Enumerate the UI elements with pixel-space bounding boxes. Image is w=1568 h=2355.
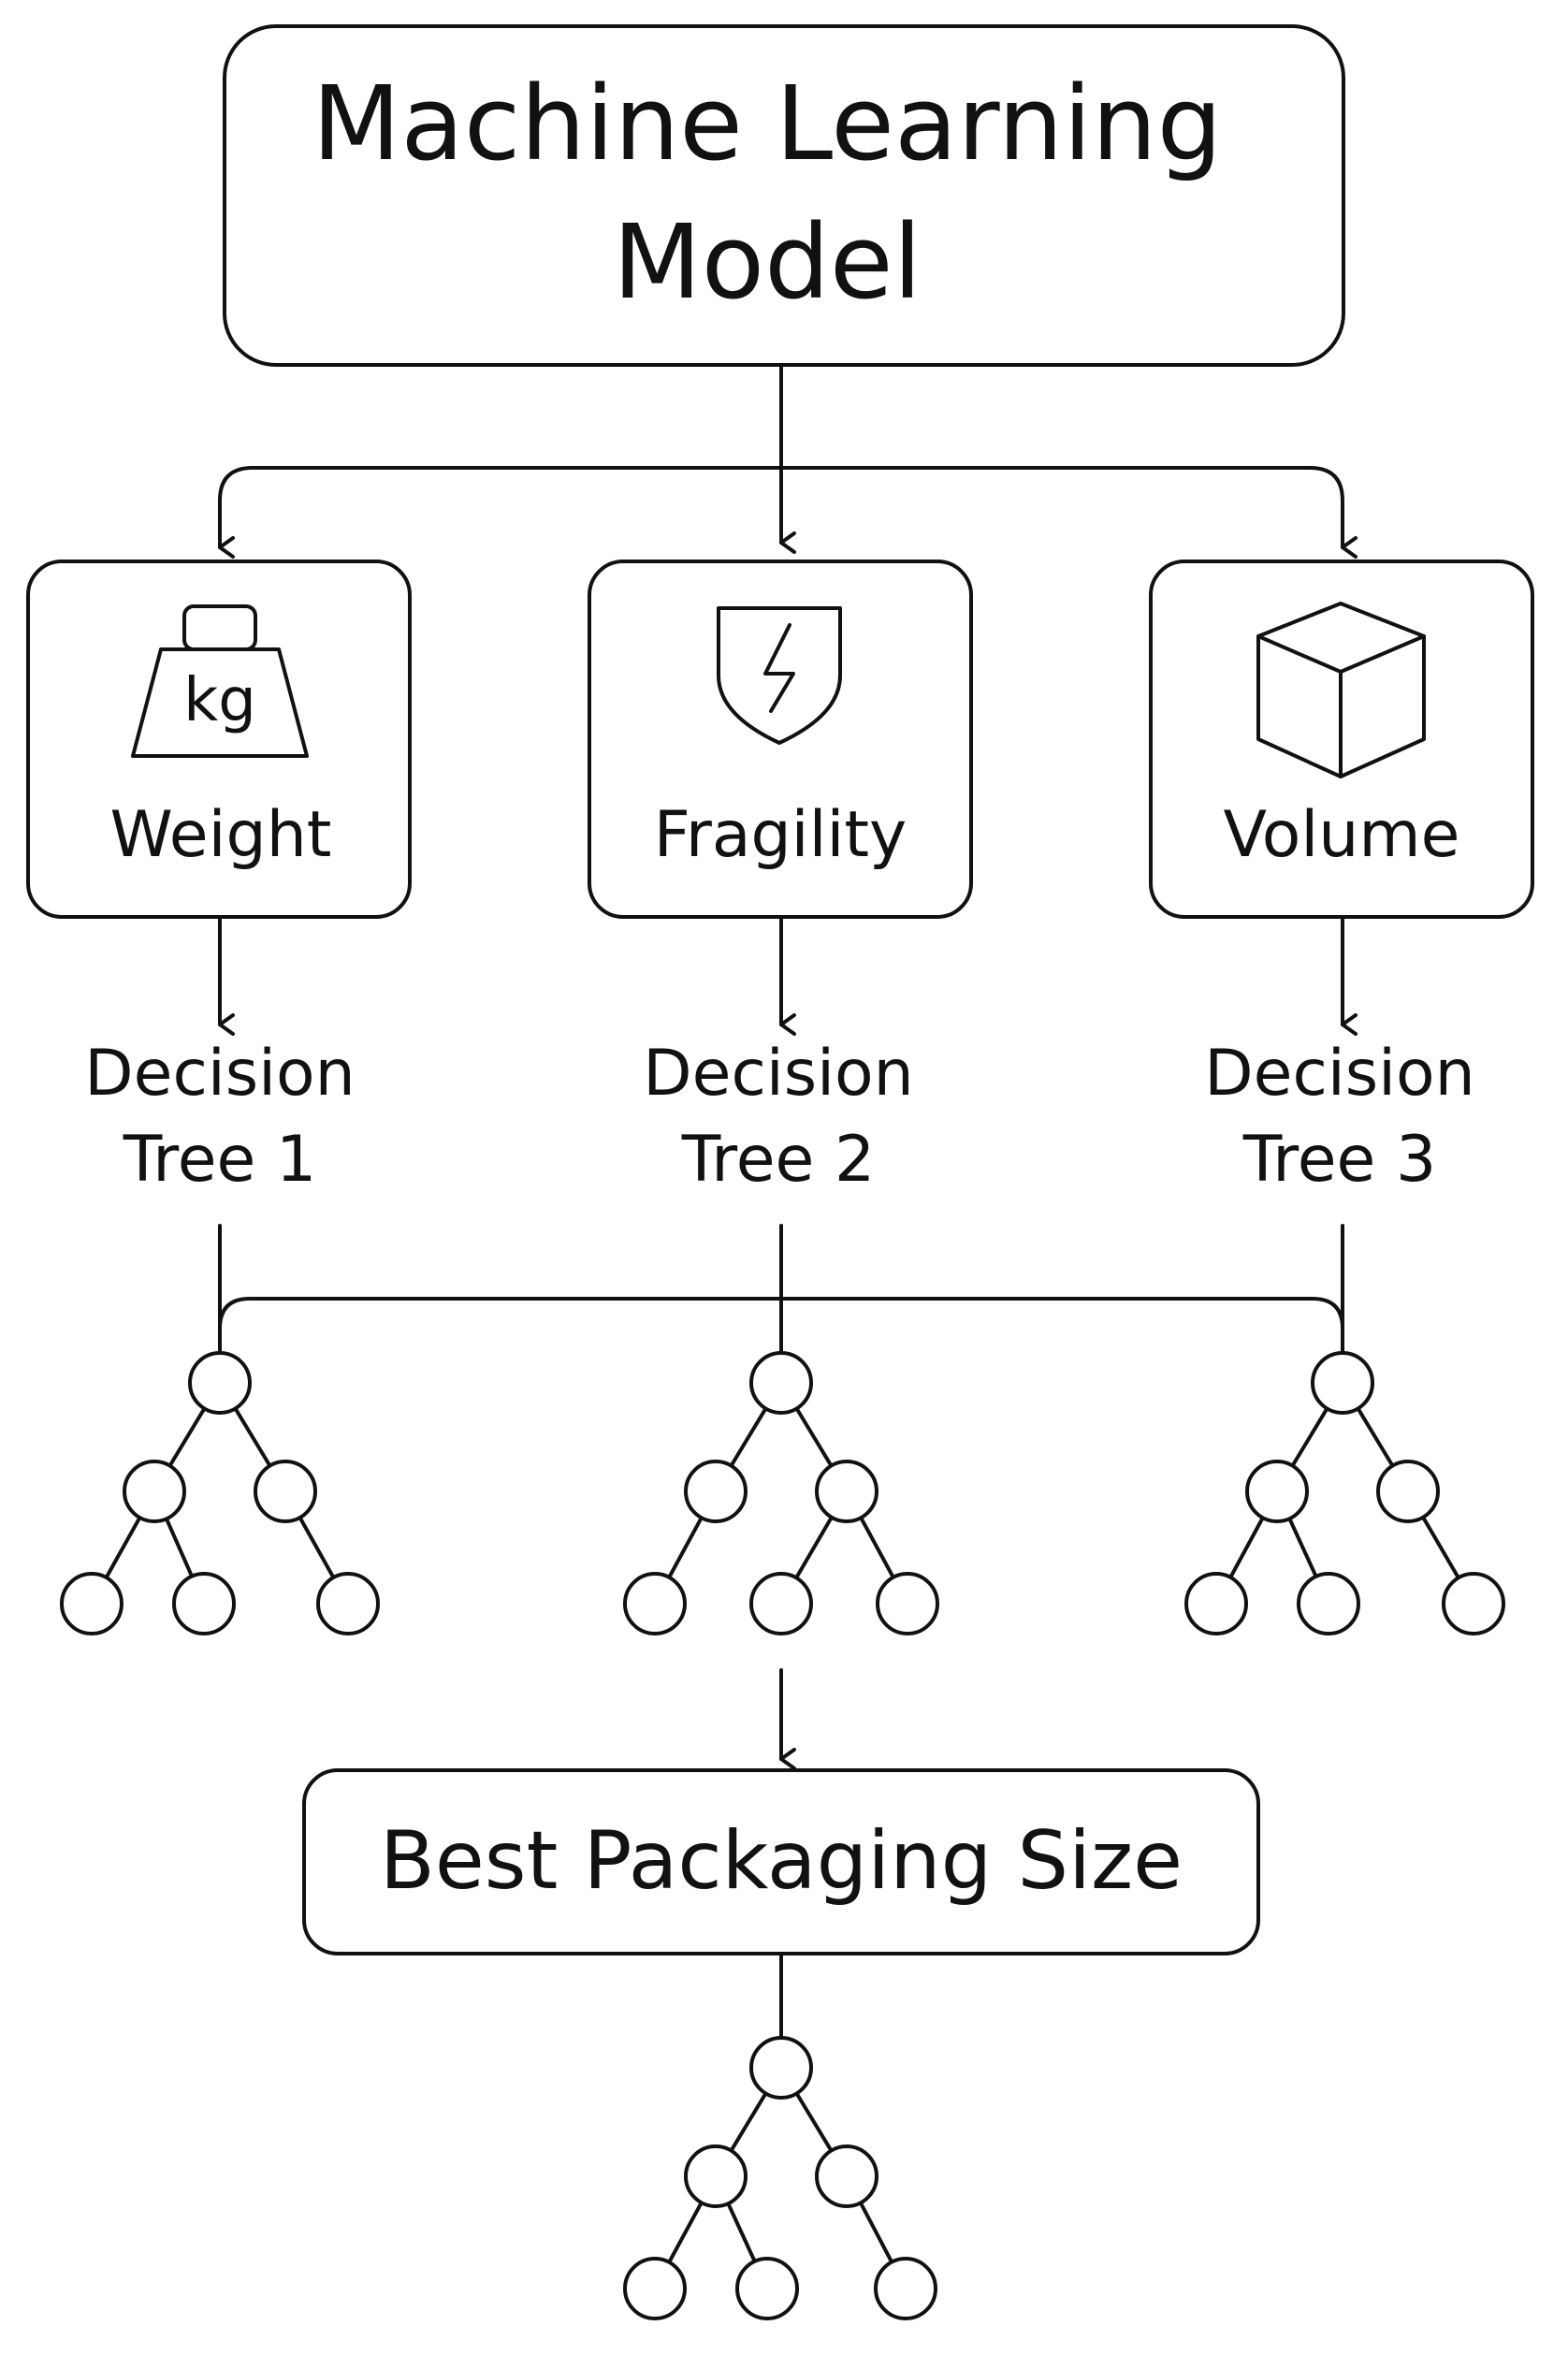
tree-node: [684, 1460, 748, 1523]
output-decision-tree: [623, 1952, 937, 2320]
tree-2-label-line-2: Tree 2: [681, 1123, 876, 1197]
tree-node: [876, 1572, 939, 1635]
tree-node: [749, 1572, 813, 1635]
tree-node: [815, 2144, 878, 2208]
cube-icon: [1256, 602, 1426, 778]
decision-tree-label-3: Decision Tree 3: [1204, 1037, 1475, 1197]
tree-node: [623, 1572, 687, 1635]
decision-tree-label-1: Decision Tree 1: [84, 1037, 356, 1197]
tree-node: [123, 1460, 186, 1523]
tree-node: [749, 2036, 813, 2100]
tree-connectors: [218, 1224, 1344, 1359]
feature-label-fragility: Fragility: [654, 798, 907, 872]
model-title-line-1: Machine Learning: [312, 64, 1223, 183]
decision-tree-2: [623, 1351, 939, 1635]
tree-1-label-line-1: Decision: [84, 1037, 356, 1111]
kg-icon-text: kg: [183, 666, 256, 735]
kg-weight-icon: kg: [131, 604, 309, 758]
tree-node: [1297, 1572, 1360, 1635]
tree-node: [874, 2257, 937, 2320]
tree-node: [254, 1460, 317, 1523]
tree-node: [749, 1351, 813, 1415]
feature-to-tree-arrows: [218, 915, 1357, 1036]
tree-node: [60, 1572, 123, 1635]
tree-3-label-line-1: Decision: [1204, 1037, 1475, 1111]
tree-node: [172, 1572, 236, 1635]
tree-node: [316, 1572, 380, 1635]
feature-label-weight: Weight: [110, 798, 332, 872]
tree-node: [188, 1351, 252, 1415]
tree-node: [623, 2257, 687, 2320]
model-box: Machine Learning Model: [223, 24, 1345, 367]
tree-node: [1184, 1572, 1248, 1635]
tree-node: [1311, 1351, 1374, 1415]
tree-node: [684, 2144, 748, 2208]
feature-box-fragility: Fragility: [588, 560, 973, 919]
tree-node: [1245, 1460, 1309, 1523]
tree-node: [815, 1460, 878, 1523]
decision-tree-3: [1184, 1351, 1505, 1635]
tree-node: [735, 2257, 799, 2320]
feature-box-weight: kg Weight: [26, 560, 412, 919]
output-label: Best Packaging Size: [380, 1814, 1183, 1908]
tree-1-label-line-2: Tree 1: [123, 1123, 317, 1197]
feature-label-volume: Volume: [1224, 798, 1460, 872]
tree-node: [1376, 1460, 1440, 1523]
model-title-line-2: Model: [613, 202, 922, 322]
tree-node: [1442, 1572, 1505, 1635]
tree-2-label-line-1: Decision: [643, 1037, 914, 1111]
output-box: Best Packaging Size: [302, 1768, 1260, 1955]
decision-tree-1: [60, 1351, 380, 1635]
decision-tree-label-2: Decision Tree 2: [643, 1037, 914, 1197]
fragile-shield-icon: [717, 606, 842, 745]
tree-3-label-line-2: Tree 3: [1242, 1123, 1437, 1197]
model-to-features-connectors: [218, 363, 1357, 559]
feature-box-volume: Volume: [1149, 560, 1534, 919]
